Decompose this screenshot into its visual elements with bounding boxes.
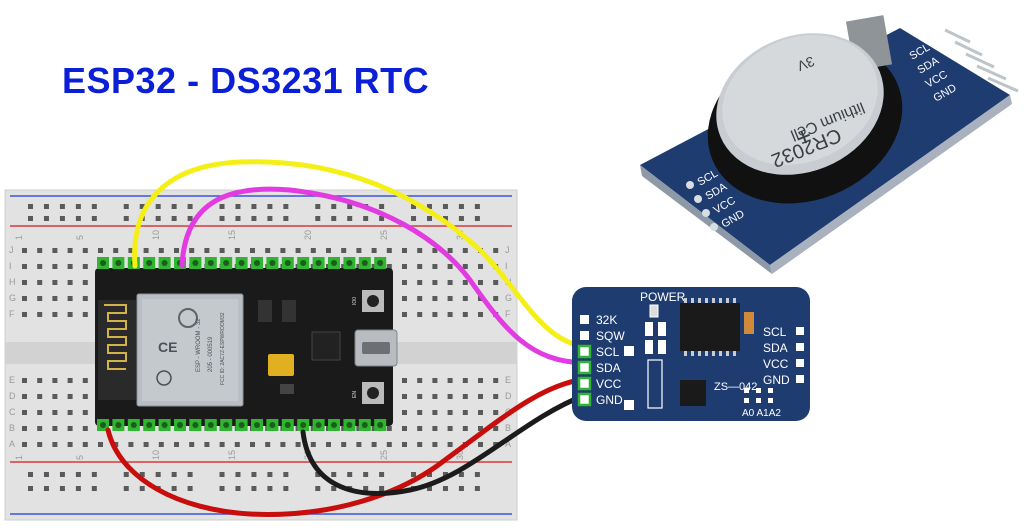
bb-col-number: 30: [455, 450, 465, 460]
power-led: [649, 304, 659, 318]
bb-col-number: 1: [14, 235, 24, 240]
right-pin-label-gnd: GND: [763, 373, 790, 387]
bb-col-number: 10: [151, 450, 161, 460]
sda-wire-magenta: [179, 186, 588, 366]
bb-col-number: 10: [151, 230, 161, 240]
bb-col-number: 1: [14, 455, 24, 460]
ds3231-photo-module: CR2032 lithium Cell 3V + SCL SDA VCC GND…: [640, 15, 1019, 274]
bb-col-number: 20: [303, 230, 313, 240]
bb-col-number: 5: [75, 455, 85, 460]
wifi-logo-icon: [156, 370, 172, 386]
ds3231-chip: [680, 303, 740, 351]
bb-row-letter: F: [9, 309, 15, 319]
diagram-title: ESP32 - DS3231 RTC: [62, 60, 430, 101]
right-pin-label-sda: SDA: [763, 341, 788, 355]
usb-uart-chip: [311, 331, 341, 361]
gnd-wire-black: [300, 392, 588, 496]
bb-row-letter: E: [9, 375, 15, 385]
bb-row-letter: C: [9, 407, 16, 417]
rtc-right-pin-hole: [796, 375, 804, 383]
rtc-pin-hole: [580, 379, 589, 388]
bb-col-number: 25: [379, 230, 389, 240]
bb-row-letter: B: [9, 423, 15, 433]
rtc-right-pin-holes: [796, 327, 804, 383]
photo-header-pins: [944, 28, 1019, 93]
antenna-trace: [104, 304, 127, 370]
rtc-pin-hole: [580, 315, 589, 324]
bb-row-letter: I: [505, 261, 508, 271]
pin-label-32k: 32K: [596, 313, 617, 327]
rtc-right-pin-hole: [796, 359, 804, 367]
scl-wire-yellow: [132, 159, 588, 350]
rtc-right-pin-hole: [796, 343, 804, 351]
pin-label-sda: SDA: [596, 361, 621, 375]
vcc-wire-red: [105, 376, 588, 517]
esp32-pin-headers: [97, 257, 387, 431]
bb-row-letter: G: [9, 293, 16, 303]
ce-mark-icon: CE: [158, 339, 177, 355]
esp-module-label: ESP - WROOM - 32: [196, 318, 202, 372]
rtc-pin-hole: [580, 363, 589, 372]
address-labels: A0 A1A2: [742, 408, 781, 419]
bb-col-number: 5: [75, 235, 85, 240]
bb-row-letter: I: [9, 261, 12, 271]
pin-label-vcc: VCC: [596, 377, 622, 391]
bb-row-letter: D: [9, 391, 16, 401]
bb-col-number: 15: [227, 450, 237, 460]
right-pin-label-vcc: VCC: [763, 357, 789, 371]
battery-voltage: 3V: [794, 53, 816, 74]
en-label: EN: [352, 391, 358, 398]
rtc-right-pin-hole: [796, 327, 804, 335]
bb-row-letter: G: [505, 293, 512, 303]
pin-label-scl: SCL: [596, 345, 620, 359]
bb-row-letter: B: [505, 423, 511, 433]
bb-col-number: 25: [379, 450, 389, 460]
right-pin-label-scl: SCL: [763, 325, 787, 339]
diode: [744, 312, 754, 334]
rtc-pin-hole: [580, 395, 589, 404]
bb-row-letter: F: [505, 309, 511, 319]
bb-row-letter: A: [505, 439, 511, 449]
eeprom-chip: [680, 380, 706, 406]
resistor-array: [647, 359, 663, 409]
esp-fcc-id: FCC ID: 2AC7Z-ESPWROOM32: [220, 312, 226, 385]
bb-row-letter: J: [505, 245, 510, 255]
io0-label: IO0: [352, 297, 358, 305]
bb-row-letter: D: [505, 391, 512, 401]
bb-row-letter: E: [505, 375, 511, 385]
espressif-logo-icon: [178, 308, 198, 328]
wires: [105, 159, 588, 517]
esp32-board: ESP - WROOM - 32 205 - 000519 FCC ID: 2A…: [95, 257, 398, 431]
bb-col-number: 15: [227, 230, 237, 240]
rtc-pin-hole: [580, 331, 589, 340]
pin-label-gnd: GND: [596, 393, 623, 407]
bb-row-letter: H: [9, 277, 16, 287]
capacitor: [268, 354, 294, 376]
esp-module-codes: 205 - 000519: [208, 336, 214, 372]
bb-row-letter: A: [9, 439, 15, 449]
pin-label-sqw: SQW: [596, 329, 625, 343]
rtc-left-pin-holes: [577, 315, 592, 407]
chip-legs: [684, 298, 736, 356]
chip-label: ZS—042: [714, 381, 757, 393]
ds3231-module: 32K SQW SCL SDA VCC GND SCL SDA VCC GND …: [572, 287, 810, 421]
power-label: POWER: [640, 290, 686, 304]
rtc-pin-hole: [580, 347, 589, 356]
bb-row-letter: J: [9, 245, 14, 255]
